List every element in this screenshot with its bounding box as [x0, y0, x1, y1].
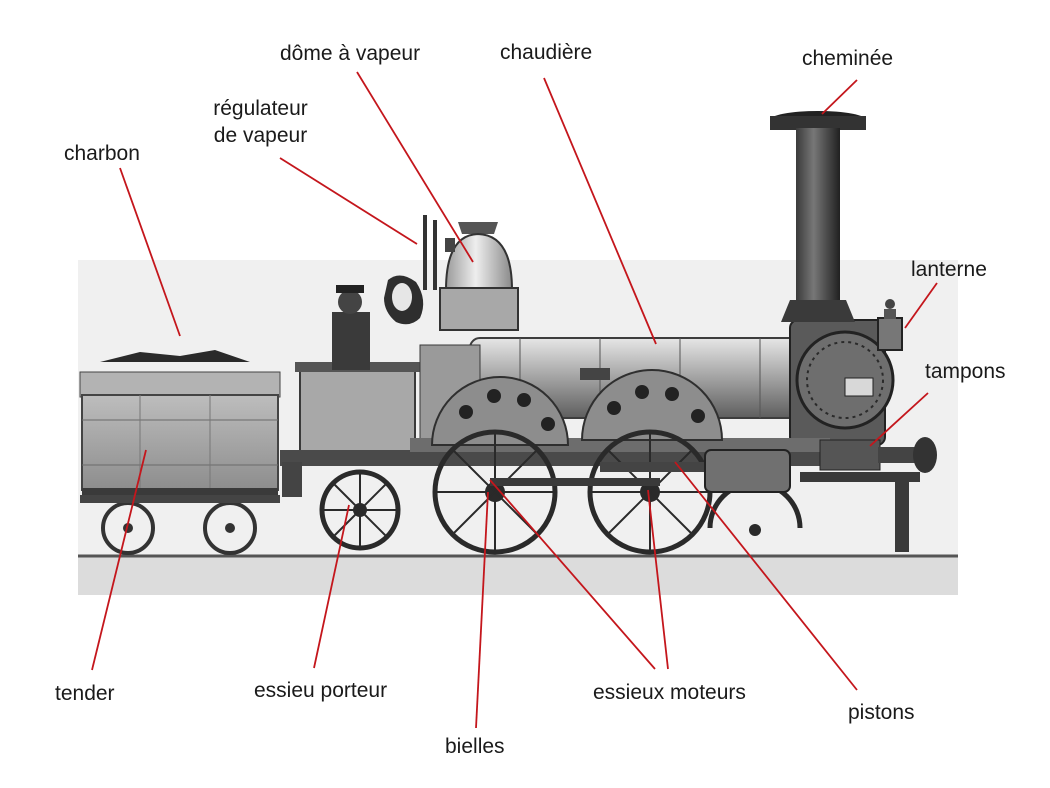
leader-tender: [91, 449, 147, 671]
leader-charbon: [119, 167, 181, 337]
leader-regulateur: [279, 157, 418, 245]
carrying-wheel: [319, 469, 401, 551]
leader-bielles: [475, 491, 489, 729]
leader-lines: [91, 71, 938, 729]
label-bielles: bielles: [445, 735, 505, 758]
regulator-shape: [384, 215, 455, 325]
label-chaudiere: chaudière: [500, 41, 593, 64]
leader-dome: [356, 71, 474, 263]
driving-wheel-rear: [432, 429, 558, 555]
label-regulateur: régulateur de vapeur: [198, 95, 323, 149]
label-dome: dôme à vapeur: [280, 42, 421, 65]
leader-tampons: [869, 392, 929, 447]
driving-wheel-splashers: [430, 369, 724, 446]
cylinder: [704, 449, 791, 493]
label-lanterne: lanterne: [911, 258, 987, 281]
driving-wheel-front: [587, 429, 713, 555]
lantern-shape: [877, 299, 903, 351]
cab: [295, 285, 420, 459]
leader-essieux-1: [489, 479, 656, 670]
smokebox: [789, 319, 895, 446]
leader-chaudiere: [543, 77, 657, 345]
label-charbon: charbon: [64, 142, 140, 165]
label-cheminee: cheminée: [802, 47, 894, 70]
driver: [332, 312, 370, 370]
coal-pile: [100, 350, 250, 362]
label-tender: tender: [55, 682, 115, 705]
connecting-rods: [490, 462, 750, 486]
buffers: [800, 437, 937, 552]
leader-pistons: [674, 461, 858, 691]
label-essieux-moteurs: essieux moteurs: [593, 681, 746, 704]
label-pistons: pistons: [848, 701, 915, 724]
chimney: [770, 111, 866, 322]
label-regulateur-line2: de vapeur: [213, 124, 308, 147]
leader-cheminee: [821, 79, 858, 115]
leader-essieux-2: [647, 489, 669, 670]
leader-lanterne: [904, 282, 938, 329]
label-essieu-porteur: essieu porteur: [254, 679, 388, 702]
leader-essieu-porteur: [313, 504, 350, 669]
tender-car: [79, 350, 281, 555]
track-bed: [78, 555, 958, 595]
label-regulateur-line1: régulateur: [213, 97, 308, 120]
steam-dome: [439, 222, 519, 331]
label-tampons: tampons: [925, 360, 1006, 383]
